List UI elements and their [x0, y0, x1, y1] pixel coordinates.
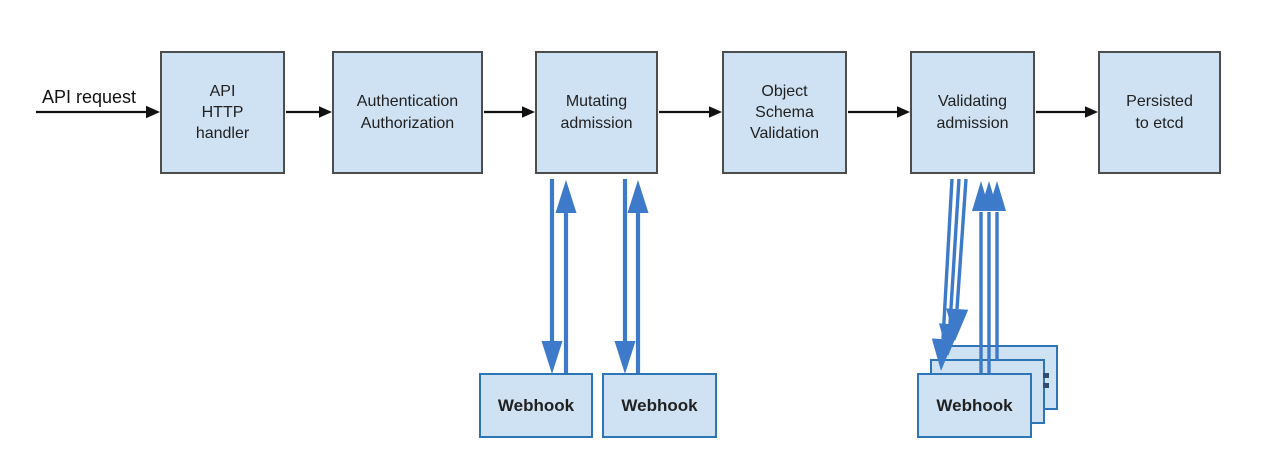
flow-arrow-mutating-to-schema: [659, 106, 722, 118]
webhook-label: Webhook: [936, 395, 1013, 415]
node-label: Validating admission: [936, 93, 1009, 132]
mutating-webhook1-call-arrow: [541, 179, 563, 374]
validating-webhook-box-front: Webhook: [917, 373, 1032, 438]
node-validating-admission: Validating admission: [910, 51, 1035, 174]
node-label: Persisted to etcd: [1126, 93, 1193, 132]
webhook-label: Webhook: [621, 395, 698, 415]
mutating-webhook-box-1: Webhook: [479, 373, 593, 438]
mutating-webhook2-call-arrow: [614, 179, 636, 374]
node-label: Mutating admission: [560, 93, 633, 132]
node-label: Authentication Authorization: [356, 93, 459, 132]
validating-webhook-call-arrow-3: [946, 178, 969, 341]
node-api-http-handler: API HTTP handler: [160, 51, 285, 174]
validating-webhook-return-arrow-3: [988, 181, 1006, 360]
node-label: API HTTP handler: [195, 82, 250, 143]
webhook-label: Webhook: [497, 395, 575, 415]
flow-arrow-schema-to-validating: [848, 106, 910, 118]
mutating-webhook2-return-arrow: [627, 180, 649, 373]
node-persisted-to-etcd: Persisted to etcd: [1098, 51, 1221, 174]
flow-arrow-validating-to-etcd: [1036, 106, 1098, 118]
mutating-webhook-box-2: Webhook: [602, 373, 717, 438]
node-mutating-admission: Mutating admission: [535, 51, 658, 174]
api-request-label: API request: [42, 87, 137, 107]
node-label: Object Schema Validation: [749, 82, 820, 143]
node-authentication-authorization: Authentication Authorization: [332, 51, 483, 174]
flow-arrow-auth-to-mutating: [484, 106, 535, 118]
flow-arrow-handler-to-auth: [286, 106, 332, 118]
validating-webhook-call-arrow-2: [939, 178, 961, 356]
validating-webhook-call-arrow-1: [931, 178, 954, 371]
node-object-schema-validation: Object Schema Validation: [722, 51, 847, 174]
mutating-webhook1-return-arrow: [555, 180, 577, 373]
